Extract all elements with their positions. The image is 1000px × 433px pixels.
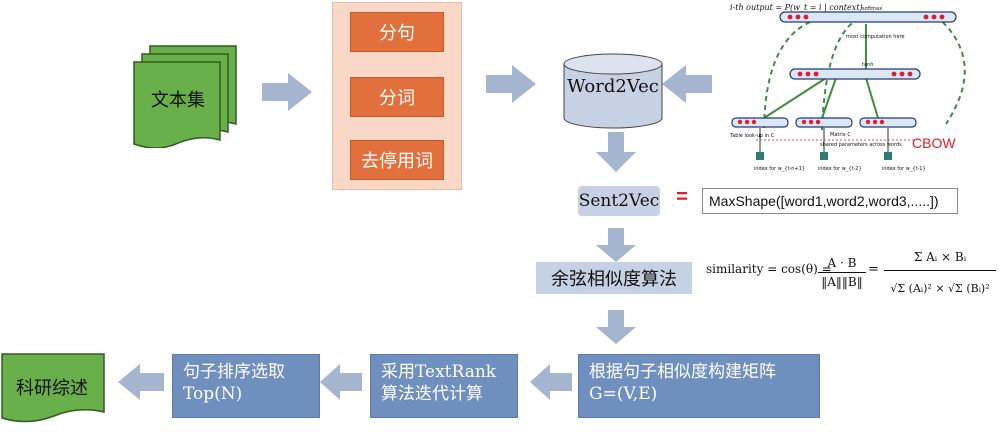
- arrow-textrank-to-topn: [320, 364, 362, 400]
- similarity-formula-frac2-num: Σ Aᵢ × Bᵢ: [913, 250, 967, 264]
- cbow-label: CBOW: [912, 135, 956, 151]
- similarity-formula-frac2-bar: [884, 270, 996, 271]
- arrow-cbow-to-word2vec: [662, 65, 712, 103]
- textrank-line1: 采用TextRank: [381, 362, 497, 382]
- build-matrix-box: 根据句子相似度构建矩阵 G=(V,E): [578, 354, 820, 418]
- cbow-table-lookup-label: Table look-up in C: [729, 133, 775, 139]
- build-matrix-line1: 根据句子相似度构建矩阵: [589, 362, 776, 382]
- word2vec-cylinder-icon: [563, 53, 663, 129]
- corpus-documents-icon: [133, 45, 237, 148]
- similarity-formula-frac1-den: ‖A‖‖B‖: [821, 275, 863, 289]
- similarity-formula-frac2-den: √Σ (Aᵢ)² × √Σ (Bᵢ)²: [890, 282, 990, 295]
- corpus-label: 文本集: [151, 90, 205, 111]
- arrow-matrix-to-textrank: [530, 364, 572, 400]
- preprocess-step-word-segmentation: 分词: [350, 77, 444, 117]
- topn-line2: Top(N): [183, 384, 243, 404]
- cbow-most-computation-label: most computation here: [846, 34, 905, 40]
- similarity-formula-frac1-num: A · B: [827, 256, 857, 270]
- sent2vec-equals-sign: =: [676, 186, 688, 208]
- cbow-matrix-c-label: Matrix C: [830, 132, 851, 138]
- arrow-word2vec-to-sent2vec: [596, 132, 636, 172]
- similarity-formula-equals: =: [868, 262, 879, 277]
- arrow-cosine-to-matrix: [596, 310, 636, 344]
- output-label: 科研综述: [16, 378, 88, 399]
- textrank-box: 采用TextRank 算法迭代计算: [370, 354, 518, 418]
- topn-line1: 句子排序选取: [183, 362, 285, 382]
- arrow-sent2vec-to-cosine: [596, 228, 636, 262]
- maxshape-formula-box: MaxShape([word1,word2,word3,.....]): [702, 188, 958, 214]
- topn-box: 句子排序选取 Top(N): [172, 354, 320, 418]
- cbow-index-right-label: index for w_{t-1}: [882, 166, 926, 172]
- word2vec-label: Word2Vec: [567, 76, 659, 97]
- cbow-softmax-label: softmax: [862, 6, 882, 12]
- cbow-shared-params-label: shared parameters across words: [820, 142, 902, 148]
- cbow-tanh-label: tanh: [862, 62, 873, 68]
- cbow-title: i-th output = P(w_t = i | context): [730, 3, 863, 12]
- cosine-similarity-box: 余弦相似度算法: [536, 262, 692, 294]
- preprocess-step-sentence-split: 分句: [350, 12, 444, 52]
- cbow-index-left-label: index for w_{t-n+1}: [754, 166, 805, 172]
- similarity-formula-lhs: similarity = cos(θ) =: [706, 262, 832, 276]
- output-document-icon: [1, 353, 105, 423]
- cbow-network-diagram: i-th output = P(w_t = i | context) softm…: [729, 3, 966, 172]
- arrow-preprocess-to-word2vec: [486, 65, 536, 103]
- textrank-line2: 算法迭代计算: [381, 384, 483, 404]
- arrow-corpus-to-preprocess: [262, 73, 312, 111]
- build-matrix-line2: G=(V,E): [589, 384, 658, 404]
- similarity-formula-frac1-bar: [818, 272, 866, 273]
- sent2vec-box: Sent2Vec: [578, 186, 660, 216]
- preprocess-step-stopword-removal: 去停用词: [350, 140, 444, 180]
- cbow-index-mid-label: index for w_{t-2}: [818, 166, 862, 172]
- arrow-topn-to-output: [118, 364, 164, 400]
